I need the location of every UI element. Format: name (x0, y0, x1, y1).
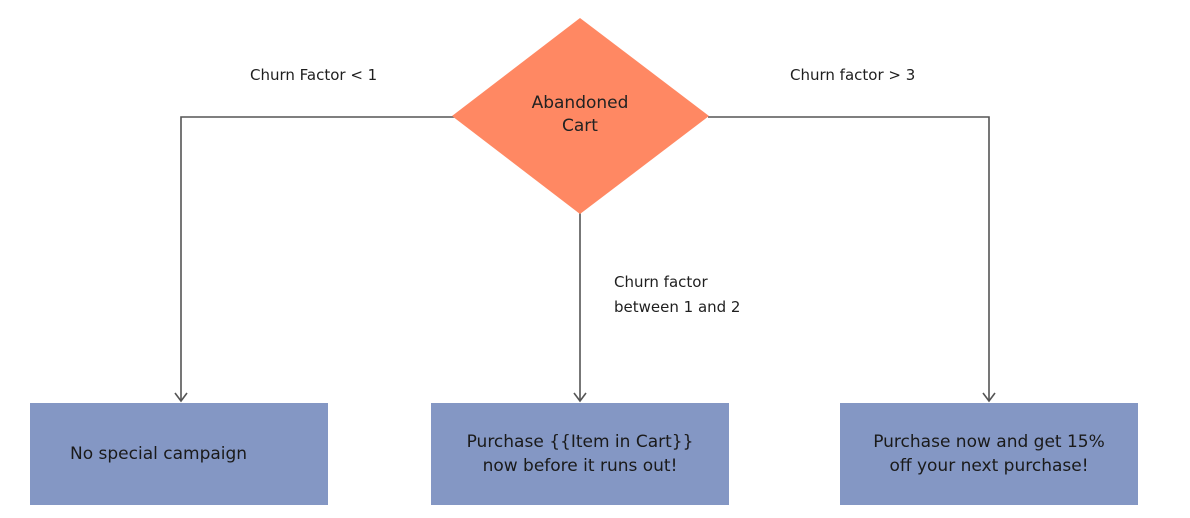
outcome-right: Purchase now and get 15% off your next p… (840, 403, 1138, 505)
outcome-center: Purchase {{Item in Cart}} now before it … (431, 403, 729, 505)
outcome-center-line2: now before it runs out! (482, 456, 678, 476)
outcome-left: No special campaign (30, 403, 328, 505)
edge-label-left: Churn Factor < 1 (250, 66, 378, 84)
connector-right (708, 116, 990, 400)
outcome-left-line1: No special campaign (70, 444, 248, 464)
edge-label-center-line2: between 1 and 2 (614, 298, 741, 316)
edge-label-right: Churn factor > 3 (790, 66, 916, 84)
decision-label-line1: Abandoned (531, 93, 629, 113)
outcome-box-center (431, 403, 729, 505)
edge-label-center-line1: Churn factor (614, 273, 708, 291)
connector-left (180, 116, 455, 400)
outcome-right-line1: Purchase now and get 15% (873, 432, 1105, 452)
arrowhead-center (573, 392, 587, 403)
arrowhead-right (982, 392, 996, 403)
outcome-box-left (30, 403, 328, 505)
decision-label-line2: Cart (562, 116, 598, 136)
decision-diamond (452, 18, 709, 214)
decision-label: Abandoned Cart (500, 92, 660, 138)
arrowhead-left (174, 392, 188, 403)
outcome-center-line1: Purchase {{Item in Cart}} (466, 432, 694, 452)
outcome-box-right (840, 403, 1138, 505)
outcome-right-line2: off your next purchase! (889, 456, 1089, 476)
